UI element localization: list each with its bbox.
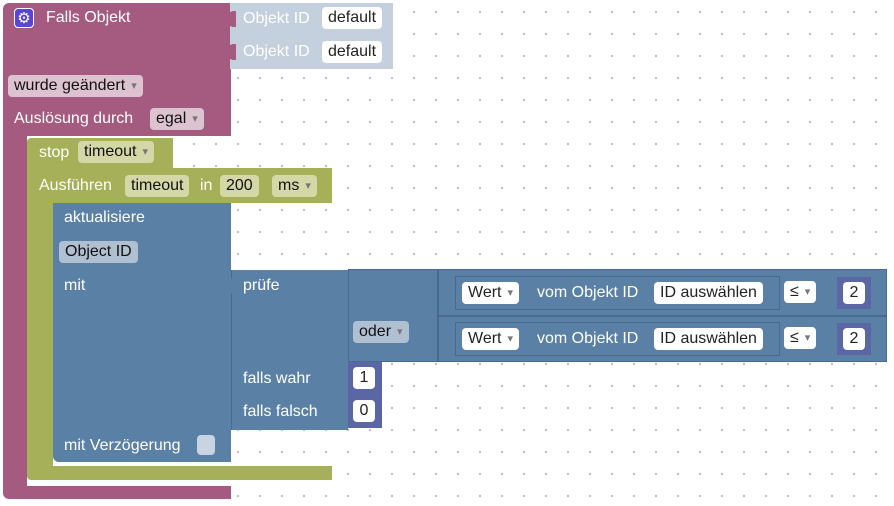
ternary-block[interactable] <box>231 270 348 430</box>
from-object-label-1: vom Objekt ID <box>537 284 639 301</box>
update-object-field[interactable]: Object ID <box>59 241 138 263</box>
comparison-operator-2[interactable]: ≤ <box>784 327 817 349</box>
object-select-2[interactable]: ID auswählen <box>654 328 763 350</box>
with-label: mit <box>64 277 86 294</box>
check-label: prüfe <box>243 277 280 294</box>
delay-label: mit Verzögerung <box>64 437 181 454</box>
input-notch <box>226 278 236 294</box>
event-block-footer <box>3 486 231 499</box>
input-notch <box>226 11 236 27</box>
object-id-field-1[interactable]: default <box>322 7 383 29</box>
logic-or-block[interactable] <box>348 269 438 362</box>
false-number-field[interactable]: 0 <box>353 400 375 422</box>
unit-dropdown[interactable]: ms <box>272 175 317 197</box>
event-block-left-arm <box>3 135 27 487</box>
trigger-dropdown[interactable]: egal <box>150 108 204 130</box>
gear-icon[interactable]: ⚙ <box>14 8 34 28</box>
delay-value-field[interactable]: 200 <box>220 175 259 197</box>
compare-number-field-1[interactable]: 2 <box>843 282 865 304</box>
false-label: falls falsch <box>243 403 318 420</box>
object-select-1[interactable]: ID auswählen <box>654 282 763 304</box>
timeout-block-footer <box>27 466 332 480</box>
true-number-field[interactable]: 1 <box>353 367 375 389</box>
stop-timeout-dropdown[interactable]: timeout <box>78 141 154 163</box>
object-id-label-1: Objekt ID <box>243 10 310 27</box>
stop-label: stop <box>39 144 70 161</box>
true-label: falls wahr <box>243 370 311 387</box>
event-title: Falls Objekt <box>46 9 131 26</box>
logic-operator-dropdown[interactable]: oder <box>353 321 409 343</box>
object-id-label-2: Objekt ID <box>243 43 310 60</box>
object-id-field-2[interactable]: default <box>322 41 383 63</box>
timeout-name-field[interactable]: timeout <box>125 175 190 197</box>
comparison-operator-1[interactable]: ≤ <box>784 281 817 303</box>
value-dropdown-2[interactable]: Wert <box>462 328 520 350</box>
delay-checkbox[interactable] <box>197 435 215 455</box>
condition-dropdown[interactable]: wurde geändert <box>8 75 143 97</box>
in-label: in <box>200 177 213 194</box>
timeout-block-left-arm <box>27 202 53 467</box>
compare-number-field-2[interactable]: 2 <box>843 328 865 350</box>
value-dropdown-1[interactable]: Wert <box>462 282 520 304</box>
trigger-label: Auslösung durch <box>14 110 134 127</box>
from-object-label-2: vom Objekt ID <box>537 330 639 347</box>
update-title: aktualisiere <box>64 209 145 226</box>
run-label: Ausführen <box>39 177 112 194</box>
input-notch <box>226 44 236 60</box>
